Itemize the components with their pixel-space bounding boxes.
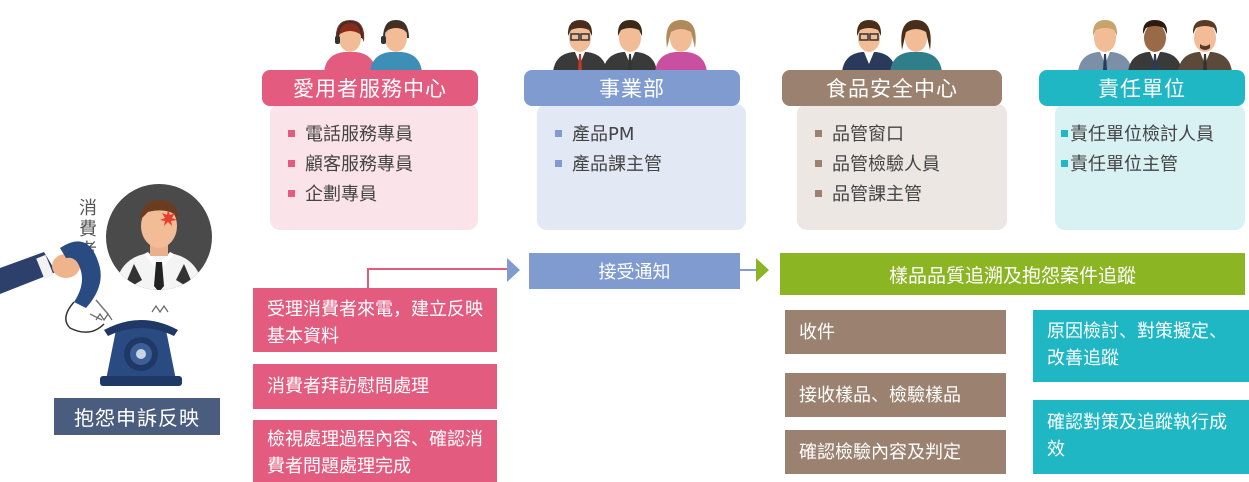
consumer-area: 消 費 者 xyxy=(0,140,240,440)
service-step-card: 受理消費者來電，建立反映基本資料 xyxy=(253,288,497,352)
department-header-responsible-unit: 責任單位 xyxy=(1039,70,1245,106)
bullet-icon xyxy=(815,159,822,167)
list-item: 品管課主管 xyxy=(815,178,989,208)
responsible-step-card: 確認對策及追蹤執行成效 xyxy=(1033,400,1249,474)
service-step-card: 檢視處理過程內容、確認消費者問題處理完成 xyxy=(253,420,497,482)
bullet-icon xyxy=(288,129,295,137)
bullet-icon xyxy=(815,189,822,197)
notify-step: 接受通知 xyxy=(529,253,740,289)
list-item: 產品PM xyxy=(555,118,728,148)
list-item: 產品課主管 xyxy=(555,148,728,178)
food-safety-step-card: 接收樣品、檢驗樣品 xyxy=(785,373,1006,417)
service-staff-illustration xyxy=(324,20,422,72)
desk-phone-icon xyxy=(89,299,182,386)
list-item: 品管窗口 xyxy=(815,118,989,148)
responsible-unit-staff-illustration xyxy=(1078,20,1232,72)
department-panel-service: 電話服務專員 顧客服務專員 企劃專員 xyxy=(270,104,478,230)
food-safety-step-card: 收件 xyxy=(785,310,1006,354)
list-item: 企劃專員 xyxy=(288,178,460,208)
department-panel-business: 產品PM 產品課主管 xyxy=(537,104,746,230)
department-panel-responsible-unit: 責任單位檢討人員 責任單位主管 xyxy=(1055,104,1245,230)
bullet-icon xyxy=(288,159,295,167)
food-safety-step-card: 確認檢驗內容及判定 xyxy=(785,430,1006,474)
service-step-card: 消費者拜訪慰問處理 xyxy=(253,364,497,409)
bullet-icon xyxy=(288,189,295,197)
list-item: 責任單位檢討人員 xyxy=(1061,118,1227,148)
list-item: 電話服務專員 xyxy=(288,118,460,148)
bullet-icon xyxy=(1061,129,1068,137)
tracking-step: 樣品品質追溯及抱怨案件追蹤 xyxy=(780,253,1245,295)
list-item: 責任單位主管 xyxy=(1061,148,1227,178)
bullet-icon xyxy=(555,129,562,137)
department-panel-food-safety: 品管窗口 品管檢驗人員 品管課主管 xyxy=(797,104,1007,230)
business-staff-illustration xyxy=(553,20,707,72)
bullet-icon xyxy=(1061,159,1068,167)
phone-handset-icon xyxy=(0,241,105,333)
food-safety-staff-illustration xyxy=(842,20,942,72)
list-item: 品管檢驗人員 xyxy=(815,148,989,178)
bullet-icon xyxy=(815,129,822,137)
list-item: 顧客服務專員 xyxy=(288,148,460,178)
complaint-label: 抱怨申訴反映 xyxy=(54,398,220,435)
responsible-step-card: 原因檢討、對策擬定、改善追蹤 xyxy=(1033,310,1249,382)
department-header-service: 愛用者服務中心 xyxy=(262,70,478,106)
department-header-business: 事業部 xyxy=(524,70,740,106)
angry-consumer-avatar xyxy=(106,184,212,290)
bullet-icon xyxy=(555,159,562,167)
department-header-food-safety: 食品安全中心 xyxy=(782,70,1002,106)
